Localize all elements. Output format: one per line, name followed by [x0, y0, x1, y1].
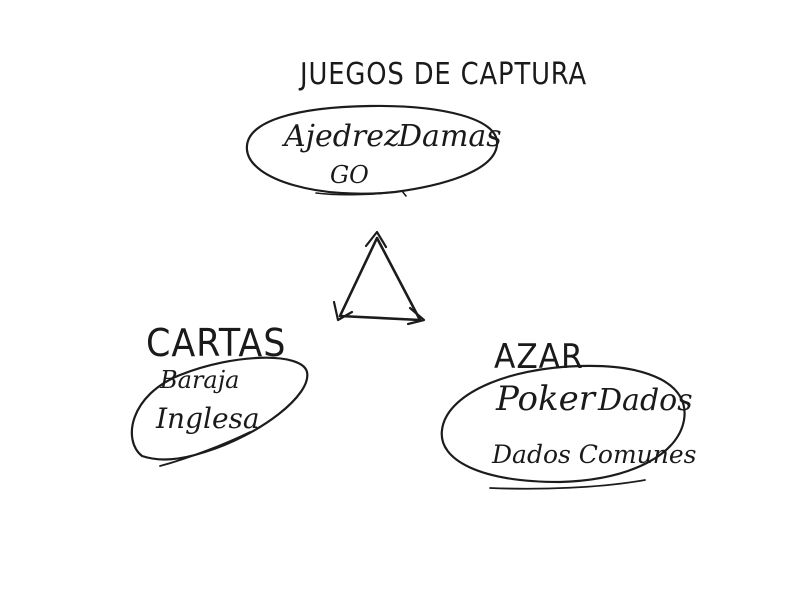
top-item-go: GO: [330, 161, 369, 189]
right-item-dados: Dados: [598, 383, 693, 418]
right-item-poker: Poker: [496, 379, 595, 419]
right-group-ellipse: [440, 364, 686, 490]
top-group-ellipse: [245, 104, 499, 197]
left-group-ellipse: [130, 356, 309, 467]
left-item-baraja: Baraja: [160, 366, 240, 394]
top-item-damas: Damas: [398, 119, 502, 154]
left-item-inglesa: Inglesa: [156, 402, 260, 435]
right-group-heading: AZAR: [494, 337, 584, 377]
right-item-dados-comunes: Dados Comunes: [492, 440, 697, 469]
top-item-ajedrez: Ajedrez: [284, 119, 400, 154]
left-group-heading: CARTAS: [146, 321, 287, 365]
central-triangle: [332, 230, 426, 326]
top-group-heading: JUEGOS DE CAPTURA: [300, 57, 588, 92]
